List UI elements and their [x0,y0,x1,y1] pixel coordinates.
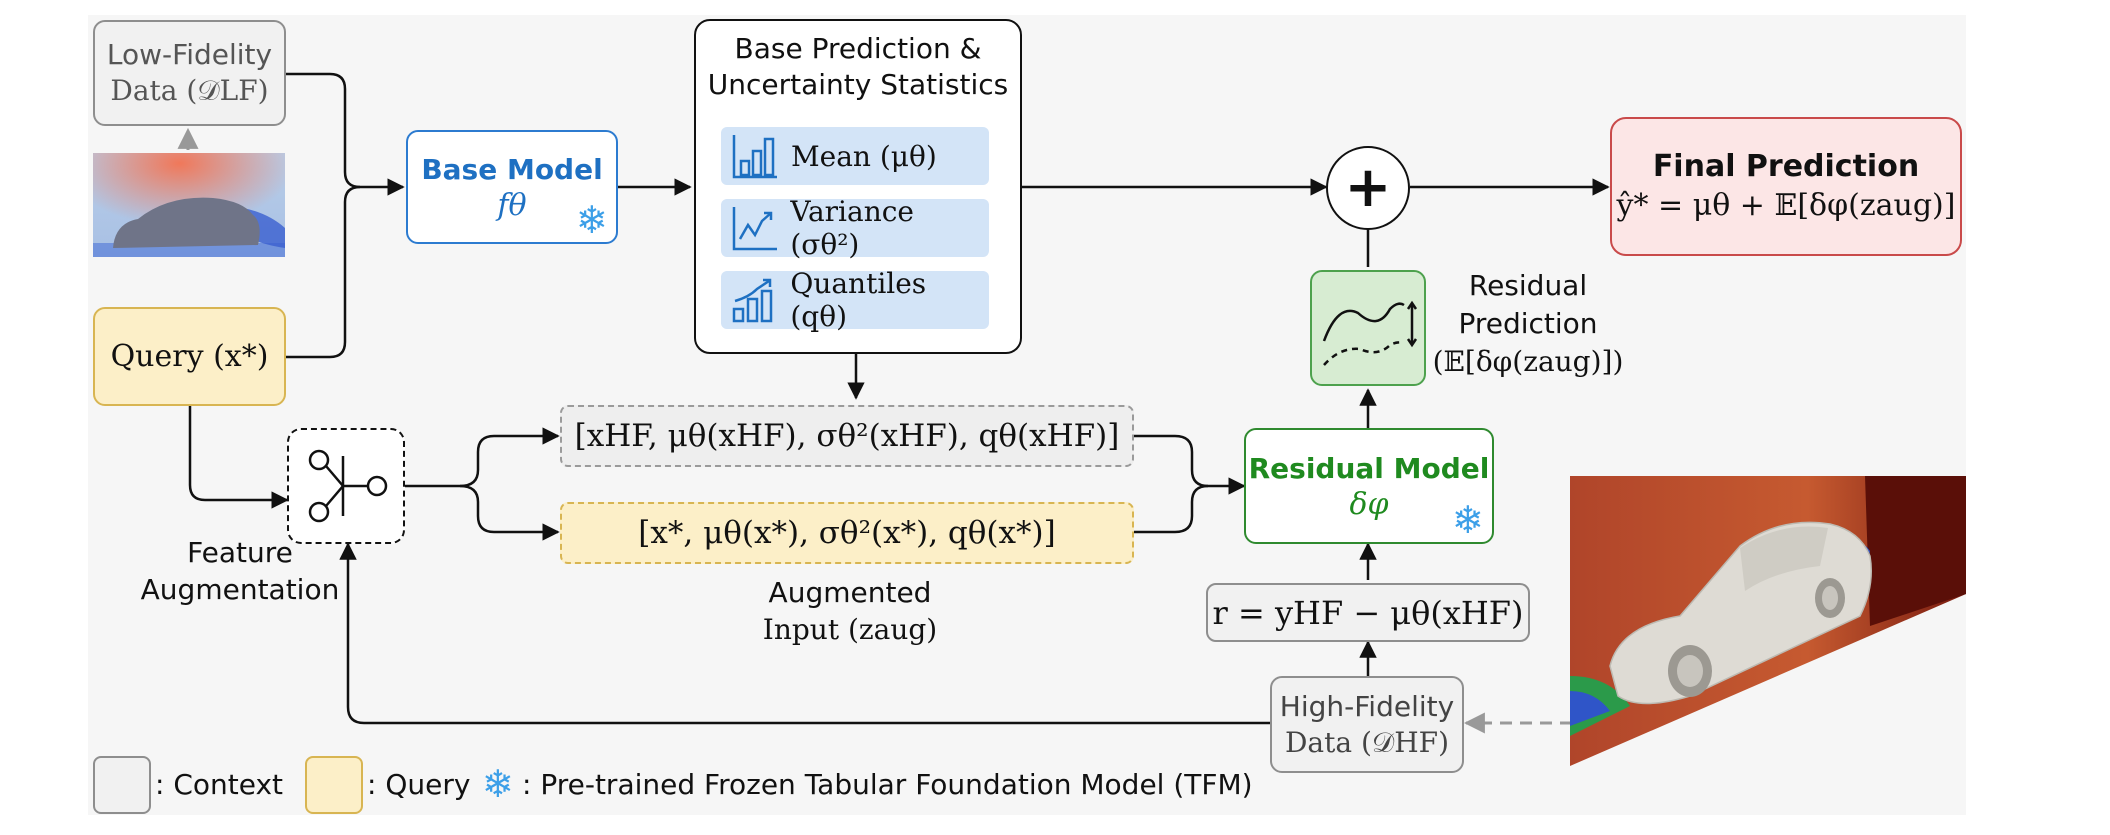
residual-prediction-line1: Residual [1468,269,1588,302]
residual-prediction-line2: Prediction [1458,307,1598,340]
residual-definition-box: r = yHF − μθ(xHF) [1206,583,1530,642]
residual-definition: r = yHF − μθ(xHF) [1212,593,1524,632]
bar-chart-icon [732,135,777,179]
high-fidelity-data-box: High-Fidelity Data (𝒟HF) [1270,676,1464,773]
residual-curve-icon [1322,300,1418,366]
stat-quantiles-label: Quantiles (qθ) [790,267,927,333]
base-model-symbol: fθ [497,187,527,223]
stat-variance-label: Variance (σθ²) [790,195,914,261]
augmented-input-line2: Input (zaug) [762,613,938,646]
stat-mean-label: Mean (μθ) [791,139,937,173]
augmented-input-line1: Augmented [768,576,932,609]
high-fidelity-line1: High-Fidelity [1279,689,1455,723]
low-fidelity-line2: Data (𝒟LF) [110,74,269,107]
feature-augmentation-box [287,428,405,544]
legend-context-label: : Context [155,768,284,801]
stat-variance: Variance (σθ²) [721,195,989,261]
final-prediction-formula: ŷ* = μθ + 𝔼[δφ(zaug)] [1616,187,1956,223]
stat-quantiles: Quantiles (qθ) [721,267,989,333]
high-fidelity-line2: Data (𝒟HF) [1284,725,1450,759]
augmented-input-hf: [xHF, μθ(xHF), σθ²(xHF), qθ(xHF)] [560,405,1134,467]
legend-snowflake-icon: ❄ [482,762,514,806]
residual-model-box: Residual Model δφ [1244,428,1494,544]
base-model-title: Base Model [421,152,603,186]
augmented-input-hf-text: [xHF, μθ(xHF), σθ²(xHF), qθ(xHF)] [574,418,1120,454]
query-label: Query (x*) [110,338,269,374]
base-prediction-title-line2: Uncertainty Statistics [707,68,1009,101]
legend-context-swatch [93,756,151,814]
trend-line-icon [732,207,777,251]
sum-node: + [1326,146,1410,230]
legend-query-swatch [305,756,363,814]
plus-icon: + [1344,155,1392,220]
low-fidelity-flow-image [93,153,285,257]
base-model-snowflake-icon: ❄ [576,198,608,242]
base-prediction-title-line1: Base Prediction & [734,32,982,65]
legend-query-label: : Query [367,768,471,801]
branch-icon [308,449,388,523]
low-fidelity-data-box: Low-Fidelity Data (𝒟LF) [93,20,286,126]
final-prediction-title: Final Prediction [1652,148,1920,184]
feature-augmentation-label: Feature Augmentation [130,534,350,608]
stat-mean: Mean (μθ) [721,127,989,185]
growth-chart-icon [732,278,773,323]
residual-model-title: Residual Model [1248,451,1490,485]
augmented-input-query: [x*, μθ(x*), σθ²(x*), qθ(x*)] [560,502,1134,564]
high-fidelity-car-image [1570,476,1966,766]
residual-prediction-plot [1310,270,1426,386]
augmented-input-query-text: [x*, μθ(x*), σθ²(x*), qθ(x*)] [638,515,1056,551]
residual-prediction-label: Residual Prediction (𝔼[δφ(zaug)]) [1428,267,1628,381]
query-box: Query (x*) [93,307,286,406]
feature-augmentation-line1: Feature [187,536,293,569]
low-fidelity-line1: Low-Fidelity [106,38,273,71]
legend-frozen-label: : Pre-trained Frozen Tabular Foundation … [522,768,1253,801]
residual-model-symbol: δφ [1349,486,1389,522]
feature-augmentation-line2: Augmentation [140,573,340,606]
base-model-box: Base Model fθ [406,130,618,244]
residual-model-snowflake-icon: ❄ [1452,498,1484,542]
augmented-input-label: Augmented Input (zaug) [720,574,980,648]
residual-prediction-line3: (𝔼[δφ(zaug)]) [1432,345,1624,378]
final-prediction-box: Final Prediction ŷ* = μθ + 𝔼[δφ(zaug)] [1610,117,1962,256]
